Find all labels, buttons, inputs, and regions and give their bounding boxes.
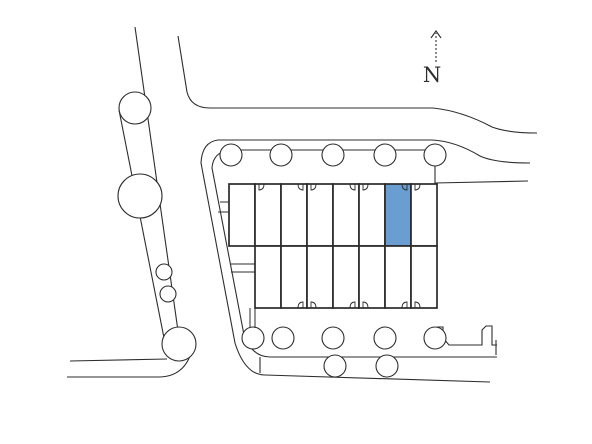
- door-swing: [401, 301, 408, 309]
- tree-south-1: [323, 354, 347, 378]
- top-road-edge-north: [177, 35, 538, 134]
- north-label: N: [423, 63, 441, 87]
- bottom-row-unit-3[interactable]: [306, 245, 334, 309]
- top-row-unit-7[interactable]: [384, 183, 412, 247]
- tree-bottom-4: [373, 326, 397, 350]
- tree-left-1: [118, 91, 152, 125]
- tree-top-1: [219, 143, 243, 167]
- tree-top-5: [423, 143, 447, 167]
- door-swings-bottom: [297, 301, 421, 309]
- bottom-row-unit-2[interactable]: [280, 245, 308, 309]
- top-row-unit-6[interactable]: [358, 183, 386, 247]
- tree-top-4: [373, 143, 397, 167]
- door-swing: [310, 301, 317, 309]
- parking-loop-outer: [200, 139, 491, 383]
- bottom-row-unit-1[interactable]: [254, 245, 282, 309]
- tree-bottom-5: [423, 326, 447, 350]
- left-road-edge-east: [118, 109, 167, 349]
- tree-south-2: [375, 354, 399, 378]
- top-row-unit-1[interactable]: [228, 183, 256, 247]
- door-swings-top: [258, 183, 421, 191]
- tree-bottom-1: [241, 326, 265, 350]
- tree-left-4: [159, 285, 177, 303]
- tree-bottom-3: [321, 326, 345, 350]
- top-row-unit-5[interactable]: [332, 183, 360, 247]
- door-swing: [414, 183, 421, 191]
- trees: [117, 91, 447, 378]
- townhouse-block: [218, 183, 438, 328]
- top-row-unit-4[interactable]: [306, 183, 334, 247]
- door-swing: [401, 183, 408, 191]
- tree-bottom-2: [271, 326, 295, 350]
- top-row-unit-2[interactable]: [254, 183, 282, 247]
- north-arrow-head-icon: [430, 30, 442, 39]
- bottom-row-unit-4[interactable]: [332, 245, 360, 309]
- door-swing: [349, 301, 356, 309]
- north-compass: N: [423, 30, 442, 87]
- bottom-row-unit-6[interactable]: [384, 245, 412, 309]
- tree-left-2: [117, 173, 163, 219]
- door-swing: [349, 183, 356, 191]
- door-swing: [310, 183, 317, 191]
- door-swing: [297, 183, 304, 191]
- tree-top-3: [321, 143, 345, 167]
- tree-left-5: [161, 326, 197, 362]
- top-road-edge-south: [218, 139, 531, 164]
- bottom-row-unit-5[interactable]: [358, 245, 386, 309]
- door-swing: [414, 301, 421, 309]
- tree-top-2: [269, 143, 293, 167]
- tree-left-3: [155, 263, 173, 281]
- door-swing: [297, 301, 304, 309]
- door-swing: [362, 301, 369, 309]
- bottom-road-edge-north: [69, 358, 168, 362]
- top-row-unit-8[interactable]: [410, 183, 438, 247]
- top-row-unit-3[interactable]: [280, 183, 308, 247]
- door-swing: [258, 183, 265, 191]
- bottom-row-unit-7[interactable]: [410, 245, 438, 309]
- walkway-south-stub: [249, 308, 256, 328]
- door-swing: [362, 183, 369, 191]
